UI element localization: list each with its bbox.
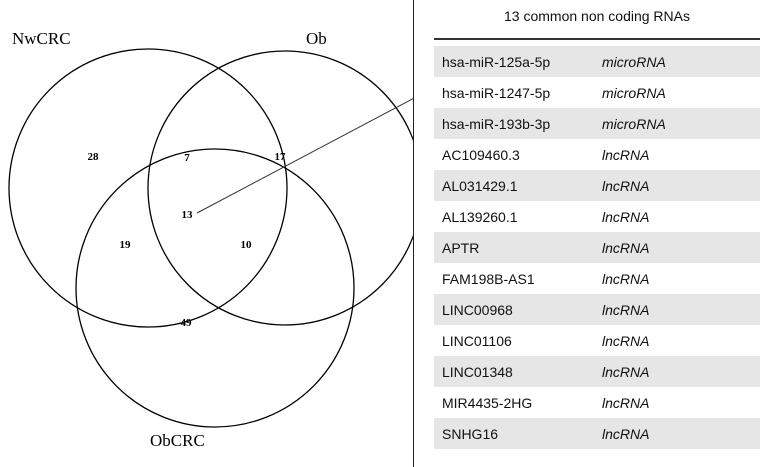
count-ob-obcrc: 10	[241, 239, 253, 251]
rna-type: lncRNA	[602, 239, 650, 256]
table-row: LINC01106 lncRNA	[434, 325, 760, 356]
table-row: SNHG16 lncRNA	[434, 418, 760, 449]
rna-name: hsa-miR-1247-5p	[442, 84, 551, 101]
rna-table: hsa-miR-125a-5p microRNA hsa-miR-1247-5p mi…	[434, 46, 760, 449]
table-row: LINC01348 lncRNA	[434, 356, 760, 387]
venn-diagram: NwCRC Ob ObCRC 28 7 17 13 19 10 49	[8, 29, 413, 450]
ob-circle	[147, 50, 413, 326]
nwcrc-circle	[8, 48, 288, 328]
rna-type: lncRNA	[602, 301, 650, 318]
rna-name: FAM198B-AS1	[442, 270, 535, 287]
rna-type: microRNA	[602, 53, 666, 70]
rna-name: AC109460.3	[442, 146, 520, 163]
table-row: FAM198B-AS1 lncRNA	[434, 263, 760, 294]
count-all-three: 13	[182, 209, 194, 221]
count-nwcrc-ob: 7	[184, 152, 190, 164]
count-nwcrc-only: 28	[88, 151, 100, 163]
count-obcrc-only: 49	[181, 317, 193, 329]
rna-name: LINC01106	[442, 332, 512, 349]
table-row: AC109460.3 lncRNA	[434, 139, 760, 170]
set-label-obcrc: ObCRC	[150, 431, 205, 450]
table-row: LINC00968 lncRNA	[434, 294, 760, 325]
table-title: 13 common non coding RNAs	[504, 8, 690, 24]
table-row: AL031429.1 lncRNA	[434, 170, 760, 201]
rna-name: AL031429.1	[442, 177, 518, 194]
rna-type: lncRNA	[602, 425, 650, 442]
table-row: AL139260.1 lncRNA	[434, 201, 760, 232]
rna-name: LINC00968	[442, 301, 513, 318]
rna-type: lncRNA	[602, 332, 650, 349]
rna-name: AL139260.1	[442, 208, 518, 225]
rna-type: lncRNA	[602, 208, 650, 225]
rna-type: lncRNA	[602, 270, 650, 287]
rna-table-panel: 13 common non coding RNAs hsa-miR-125a-5…	[434, 0, 760, 467]
title-rule	[434, 38, 760, 40]
set-label-nwcrc: NwCRC	[12, 29, 71, 48]
rna-name: hsa-miR-193b-3p	[442, 115, 551, 132]
rna-name: LINC01348	[442, 363, 513, 380]
callout-line	[196, 98, 413, 214]
table-row: MIR4435-2HG lncRNA	[434, 387, 760, 418]
table-row: hsa-miR-1247-5p microRNA	[434, 77, 760, 108]
count-nwcrc-obcrc: 19	[120, 239, 132, 251]
rna-type: lncRNA	[602, 177, 650, 194]
rna-name: MIR4435-2HG	[442, 394, 533, 411]
obcrc-circle	[75, 148, 355, 428]
count-ob-only: 17	[275, 151, 287, 163]
panel-divider	[413, 0, 414, 467]
set-label-ob: Ob	[306, 29, 327, 48]
rna-type: lncRNA	[602, 394, 650, 411]
table-row: APTR lncRNA	[434, 232, 760, 263]
rna-type: microRNA	[602, 115, 666, 132]
table-row: hsa-miR-193b-3p microRNA	[434, 108, 760, 139]
rna-type: lncRNA	[602, 146, 650, 163]
table-row: hsa-miR-125a-5p microRNA	[434, 46, 760, 77]
rna-type: microRNA	[602, 84, 666, 101]
rna-name: APTR	[442, 239, 480, 256]
rna-name: SNHG16	[442, 425, 499, 442]
rna-type: lncRNA	[602, 363, 650, 380]
rna-name: hsa-miR-125a-5p	[442, 53, 551, 70]
